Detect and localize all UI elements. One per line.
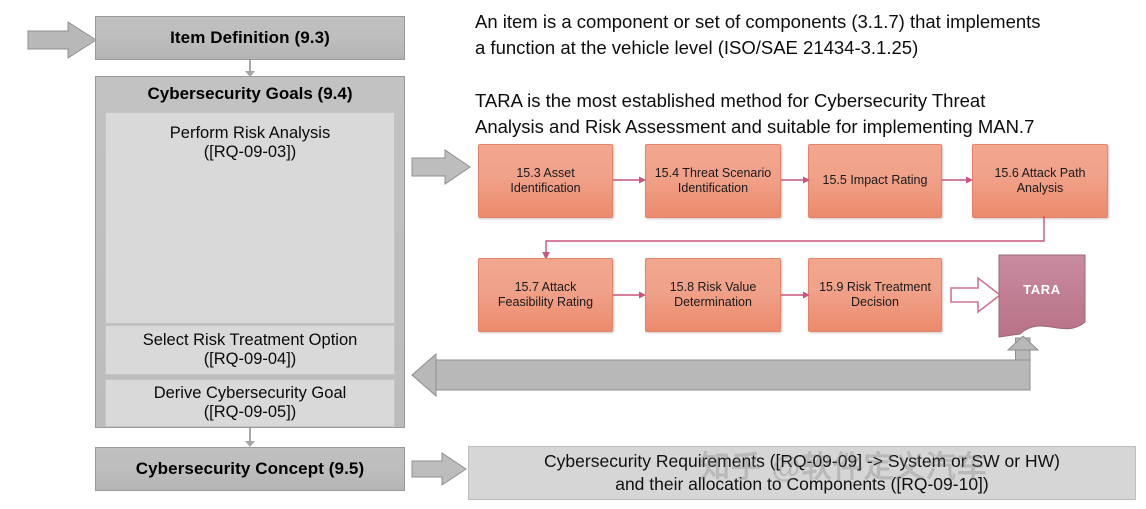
connector-item-to-goals-arrowhead	[245, 71, 255, 77]
derive-cybersecurity-goal-label: Derive Cybersecurity Goal ([RQ-09-05])	[153, 383, 347, 421]
tara-step-15-6[interactable]: 15.6 Attack Path Analysis	[972, 144, 1108, 218]
connector-15-3-to-15-4	[613, 176, 646, 184]
derive-cybersecurity-goal-box[interactable]: Derive Cybersecurity Goal ([RQ-09-05])	[105, 379, 395, 427]
tara-step-15-8[interactable]: 15.8 Risk Value Determination	[645, 258, 781, 332]
arrow-15-9-to-tara-result	[950, 276, 1002, 314]
connector-goals-to-concept-arrowhead	[245, 441, 255, 447]
tara-step-15-7[interactable]: 15.7 Attack Feasibility Rating	[478, 258, 613, 332]
perform-risk-analysis-label: Perform Risk Analysis ([RQ-09-03])	[169, 124, 331, 162]
arrow-into-item-definition	[27, 21, 97, 59]
tara-step-15-6-label: 15.6 Attack Path Analysis	[994, 165, 1086, 195]
tara-result-label: TARA	[1023, 281, 1061, 297]
tara-result-shape[interactable]	[998, 254, 1086, 340]
connector-15-5-to-15-6	[942, 176, 973, 184]
tara-step-15-7-label: 15.7 Attack Feasibility Rating	[497, 279, 594, 309]
cybersecurity-requirements-box[interactable]: Cybersecurity Requirements ([RQ-09-09] -…	[468, 446, 1136, 500]
cybersecurity-requirements-label: Cybersecurity Requirements ([RQ-09-09] -…	[544, 451, 1060, 494]
tara-step-15-5[interactable]: 15.5 Impact Rating	[808, 144, 942, 218]
connector-15-8-to-15-9	[781, 291, 810, 299]
arrow-tara-feedback-to-goals	[411, 335, 1040, 398]
item-definition-note: An item is a component or set of compone…	[475, 11, 1041, 58]
connector-goals-to-concept	[249, 428, 251, 442]
arrow-risk-analysis-to-tara	[411, 149, 471, 185]
tara-step-15-9[interactable]: 15.9 Risk Treatment Decision	[808, 258, 942, 332]
arrow-concept-to-requirements	[411, 452, 467, 486]
item-definition-label: Item Definition (9.3)	[170, 28, 330, 47]
connector-item-to-goals	[249, 60, 251, 73]
tara-step-15-9-label: 15.9 Risk Treatment Decision	[819, 279, 931, 309]
tara-note: TARA is the most established method for …	[475, 90, 1035, 137]
connector-15-7-to-15-8	[613, 291, 646, 299]
tara-step-15-8-label: 15.8 Risk Value Determination	[669, 279, 757, 309]
cybersecurity-concept-box[interactable]: Cybersecurity Concept (9.5)	[95, 447, 405, 491]
tara-step-15-4[interactable]: 15.4 Threat Scenario Identification	[645, 144, 781, 218]
cybersecurity-goals-title: Cybersecurity Goals (9.4)	[147, 84, 353, 103]
cybersecurity-concept-label: Cybersecurity Concept (9.5)	[135, 459, 365, 478]
tara-step-15-5-label: 15.5 Impact Rating	[822, 173, 928, 188]
item-definition-box[interactable]: Item Definition (9.3)	[95, 16, 405, 60]
select-risk-treatment-label: Select Risk Treatment Option ([RQ-09-04]…	[142, 330, 358, 368]
connector-15-4-to-15-5	[781, 176, 810, 184]
select-risk-treatment-box[interactable]: Select Risk Treatment Option ([RQ-09-04]…	[105, 325, 395, 375]
tara-step-15-3-label: 15.3 Asset Identification	[510, 165, 581, 195]
perform-risk-analysis-box[interactable]: Perform Risk Analysis ([RQ-09-03])	[105, 112, 395, 324]
tara-result-label-wrap: TARA	[998, 276, 1086, 302]
tara-step-15-4-label: 15.4 Threat Scenario Identification	[654, 165, 772, 195]
connector-15-6-to-15-7	[542, 216, 1045, 260]
tara-step-15-3[interactable]: 15.3 Asset Identification	[478, 144, 613, 218]
